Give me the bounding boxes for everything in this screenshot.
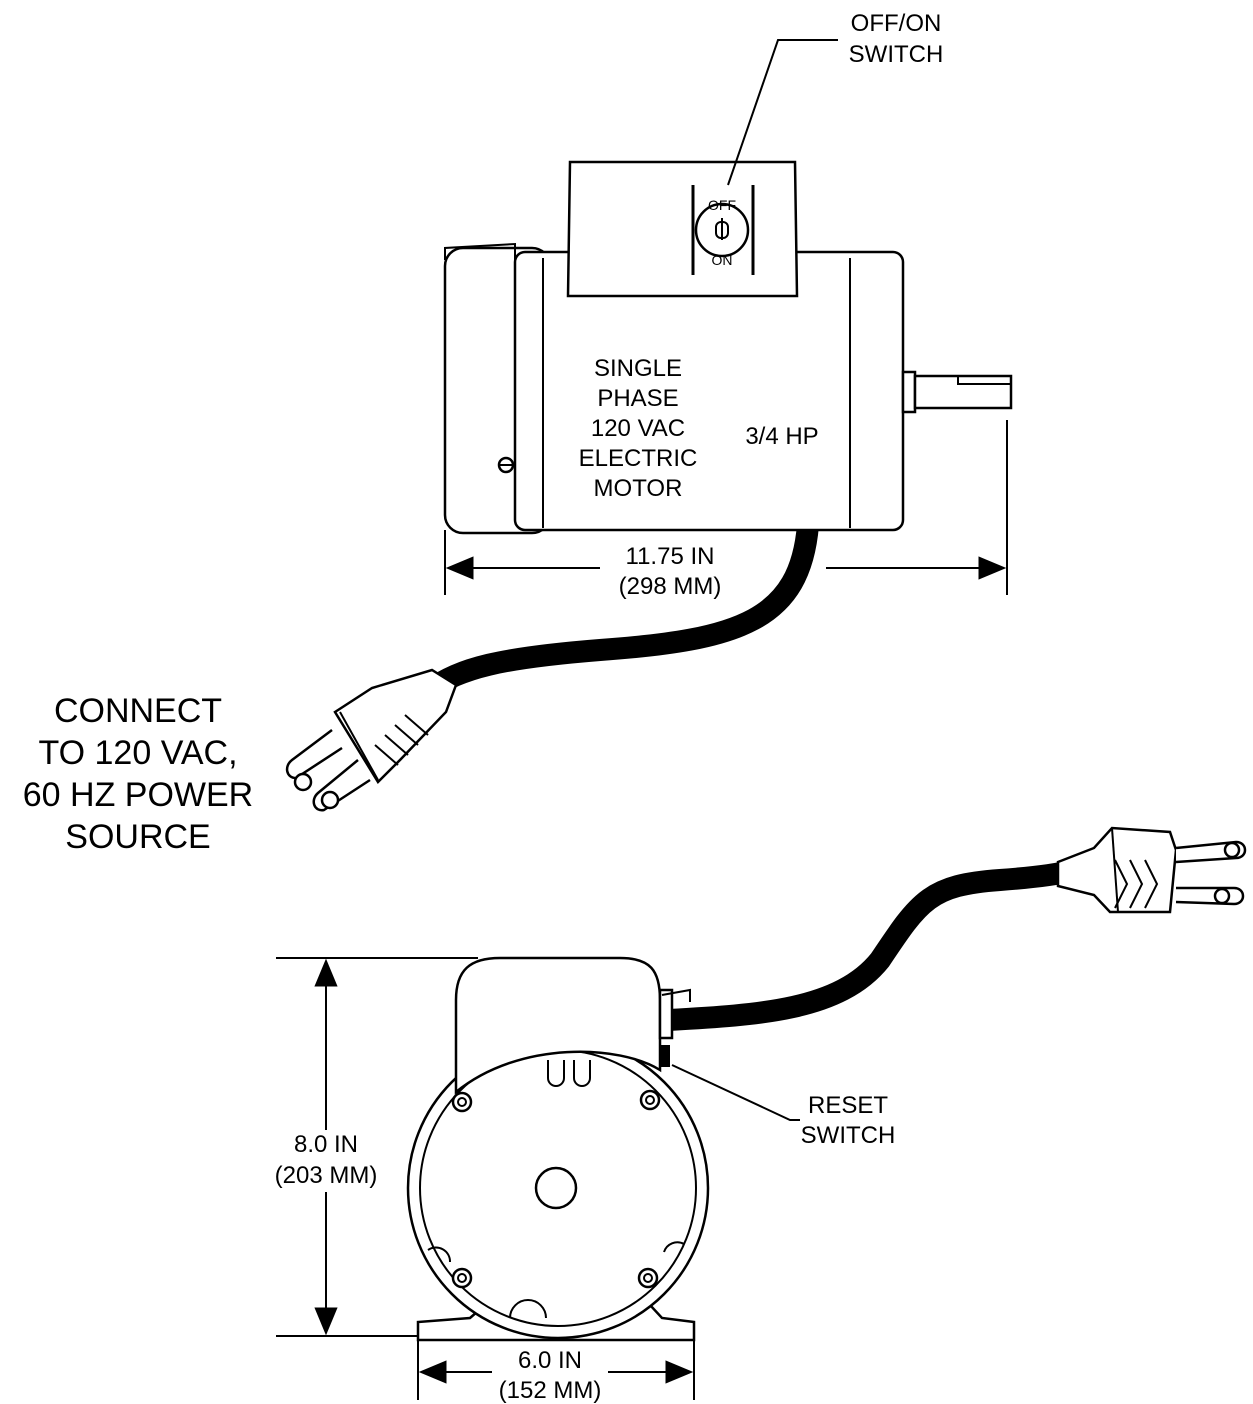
length-dimension: 11.75 IN (298 MM) [444,420,1008,600]
shaft-hole [534,1166,578,1210]
motor-description-line: SINGLE [594,355,682,382]
plug-icon [1056,826,1247,914]
switch-box [566,160,799,298]
height-dimension-mm: (203 MM) [275,1162,378,1189]
width-dimension-inches: 6.0 IN [518,1347,582,1374]
connect-note-line: SOURCE [65,818,210,856]
connect-note-line: 60 HZ POWER [23,776,253,814]
motor-end-view: RESET SWITCH 8.0 IN (203 MM) 6.0 IN (152… [275,826,1247,1404]
horsepower-label: 3/4 HP [745,423,818,450]
switch-callout-label: SWITCH [849,41,944,68]
motor-shaft [901,370,1013,414]
width-dimension-mm: (152 MM) [499,1377,602,1404]
switch-cover [454,956,662,1095]
switch-callout-leader [727,39,838,186]
bolt-icon [637,1267,659,1289]
motor-side-view: OFF ON SINGLE PHASE 120 VAC ELECTRIC MOT… [285,10,1013,812]
plug-icon [285,668,458,812]
switch-callout-label: OFF/ON [851,10,942,37]
bolt-icon [639,1089,661,1111]
motor-description-line: 120 VAC [591,415,685,442]
bolt-icon [451,1091,473,1113]
reset-callout-label: RESET [808,1092,888,1119]
motor-description-line: MOTOR [594,475,683,502]
power-cord [657,857,1096,1031]
toggle-switch-icon [694,202,750,258]
length-dimension-inches: 11.75 IN [626,543,715,570]
height-dimension: 8.0 IN (203 MM) [275,957,478,1337]
connect-note-line: CONNECT [54,692,222,730]
length-dimension-mm: (298 MM) [619,573,722,600]
switch-on-label: ON [712,252,733,268]
switch-off-label: OFF [708,197,736,213]
height-dimension-inches: 8.0 IN [294,1131,358,1158]
reset-callout-label: SWITCH [801,1122,896,1149]
width-dimension: 6.0 IN (152 MM) [417,1340,695,1404]
power-cord [419,514,819,701]
connect-note-line: TO 120 VAC, [38,734,237,772]
bolt-icon [451,1267,473,1289]
reset-callout-leader [671,1064,800,1121]
motor-description-line: ELECTRIC [579,445,698,472]
reset-switch-button [660,1045,670,1067]
screw-icon [497,456,515,474]
motor-description-line: PHASE [597,385,678,412]
